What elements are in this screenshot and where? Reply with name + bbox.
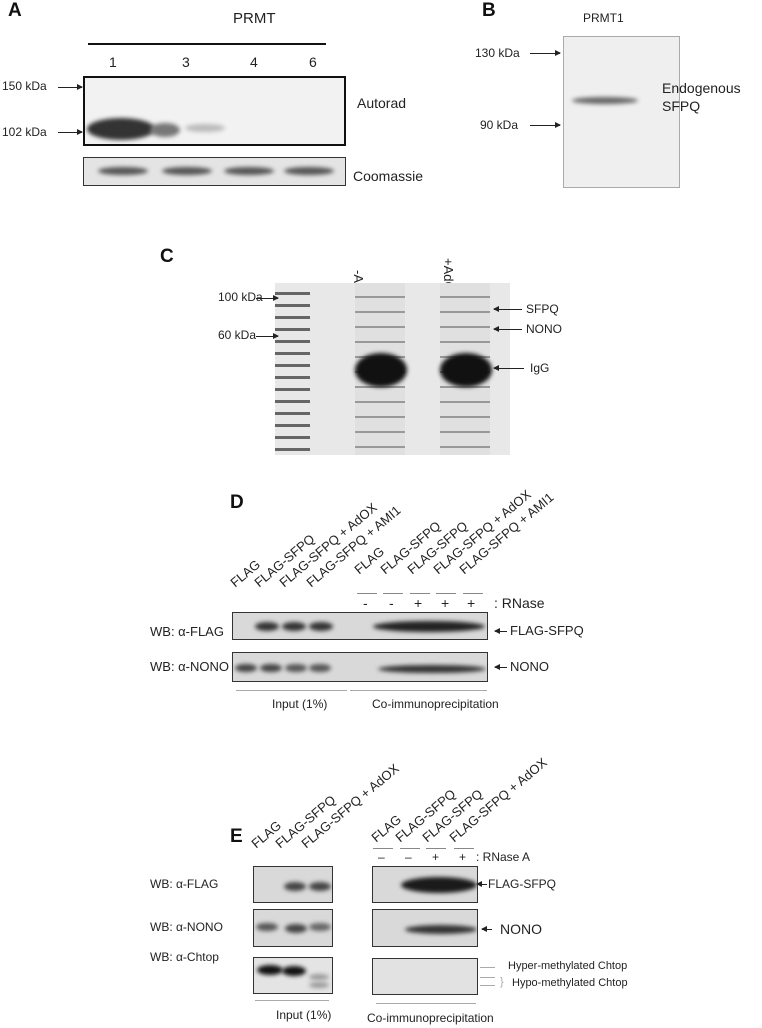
panel-c-letter: C [160,246,174,267]
rnase-sign: + [432,850,440,864]
prmt-bar [88,43,326,45]
coomassie-gel [83,157,346,186]
wb-label: WB: α-FLAG [150,624,224,639]
lane-label: 3 [182,54,190,70]
marker-label: 60 kDa [218,328,257,342]
band-arrow [494,664,507,670]
marker-label: 130 kDa [475,46,520,60]
band-arrow [481,926,492,932]
band-label: NONO [526,322,562,336]
flag-blot [232,612,488,640]
wb-label: WB: α-NONO [150,659,230,674]
panel-a-letter: A [8,0,22,21]
coomassie-label: Coomassie [353,168,424,184]
marker-arrow [256,333,279,339]
wb-label: WB: α-Chtop [150,950,219,964]
silver-gel [275,283,510,455]
group-label: Input (1%) [272,697,328,711]
marker-arrow [256,295,279,301]
marker-arrow [530,122,561,128]
lane-label: 1 [109,54,117,70]
autorad-label: Autorad [357,95,407,111]
rnase-sign: + [459,850,467,864]
panel-d-letter: D [230,492,244,513]
band-arrow [476,881,487,887]
panel-e-letter: E [230,826,243,847]
ip-nono-blot [372,909,478,947]
band-arrow [493,306,522,312]
band-label: NONO [510,659,549,674]
rnase-sign: - [389,595,394,611]
band-label: Hyper-methylated Chtop [508,960,628,972]
band-label: FLAG-SFPQ [510,623,584,638]
band-label: Endogenous [662,80,741,96]
ip-chtop-blot [372,958,478,995]
rnase-sign: + [467,595,476,611]
marker-label: 90 kDa [480,118,519,132]
band-label: IgG [530,361,550,375]
band-label: Hypo-methylated Chtop [512,977,628,989]
prmt1-blot [563,36,680,188]
input-nono-blot [253,909,333,947]
panel-b-title: PRMT1 [583,11,624,25]
wb-label: WB: α-FLAG [150,877,219,891]
input-flag-blot [253,866,333,903]
band-arrow [493,326,522,332]
panel-b-letter: B [482,0,496,21]
marker-label: 100 kDa [218,290,263,304]
rnase-sign: – [405,850,412,864]
nono-blot [232,652,488,682]
rnase-sign: + [414,595,423,611]
band-label: NONO [500,921,542,937]
rnase-label: : RNase [494,595,545,611]
band-label: SFPQ [662,98,701,114]
rnase-sign: + [441,595,450,611]
band-arrow [494,628,507,634]
bracket-icon: } [500,976,504,988]
lane-label: 6 [309,54,317,70]
rnase-label: : RNase A [476,850,531,864]
ip-flag-blot [372,866,478,903]
input-chtop-blot [253,957,333,994]
band-label: FLAG-SFPQ [488,877,557,891]
rnase-sign: – [378,850,385,864]
band-arrow [493,365,524,371]
group-label: Co-immunoprecipitation [372,697,499,711]
lane-label: 4 [250,54,258,70]
marker-arrow [58,129,83,135]
marker-arrow [58,84,83,90]
panel-a-title: PRMT [233,10,276,27]
marker-label: 102 kDa [2,125,47,139]
group-label: Input (1%) [276,1008,332,1022]
autorad-blot [83,76,346,146]
rnase-sign: - [363,595,368,611]
wb-label: WB: α-NONO [150,920,223,934]
marker-label: 150 kDa [2,79,47,93]
band-label: SFPQ [526,302,559,316]
group-label: Co-immunoprecipitation [367,1011,494,1025]
marker-arrow [530,50,561,56]
